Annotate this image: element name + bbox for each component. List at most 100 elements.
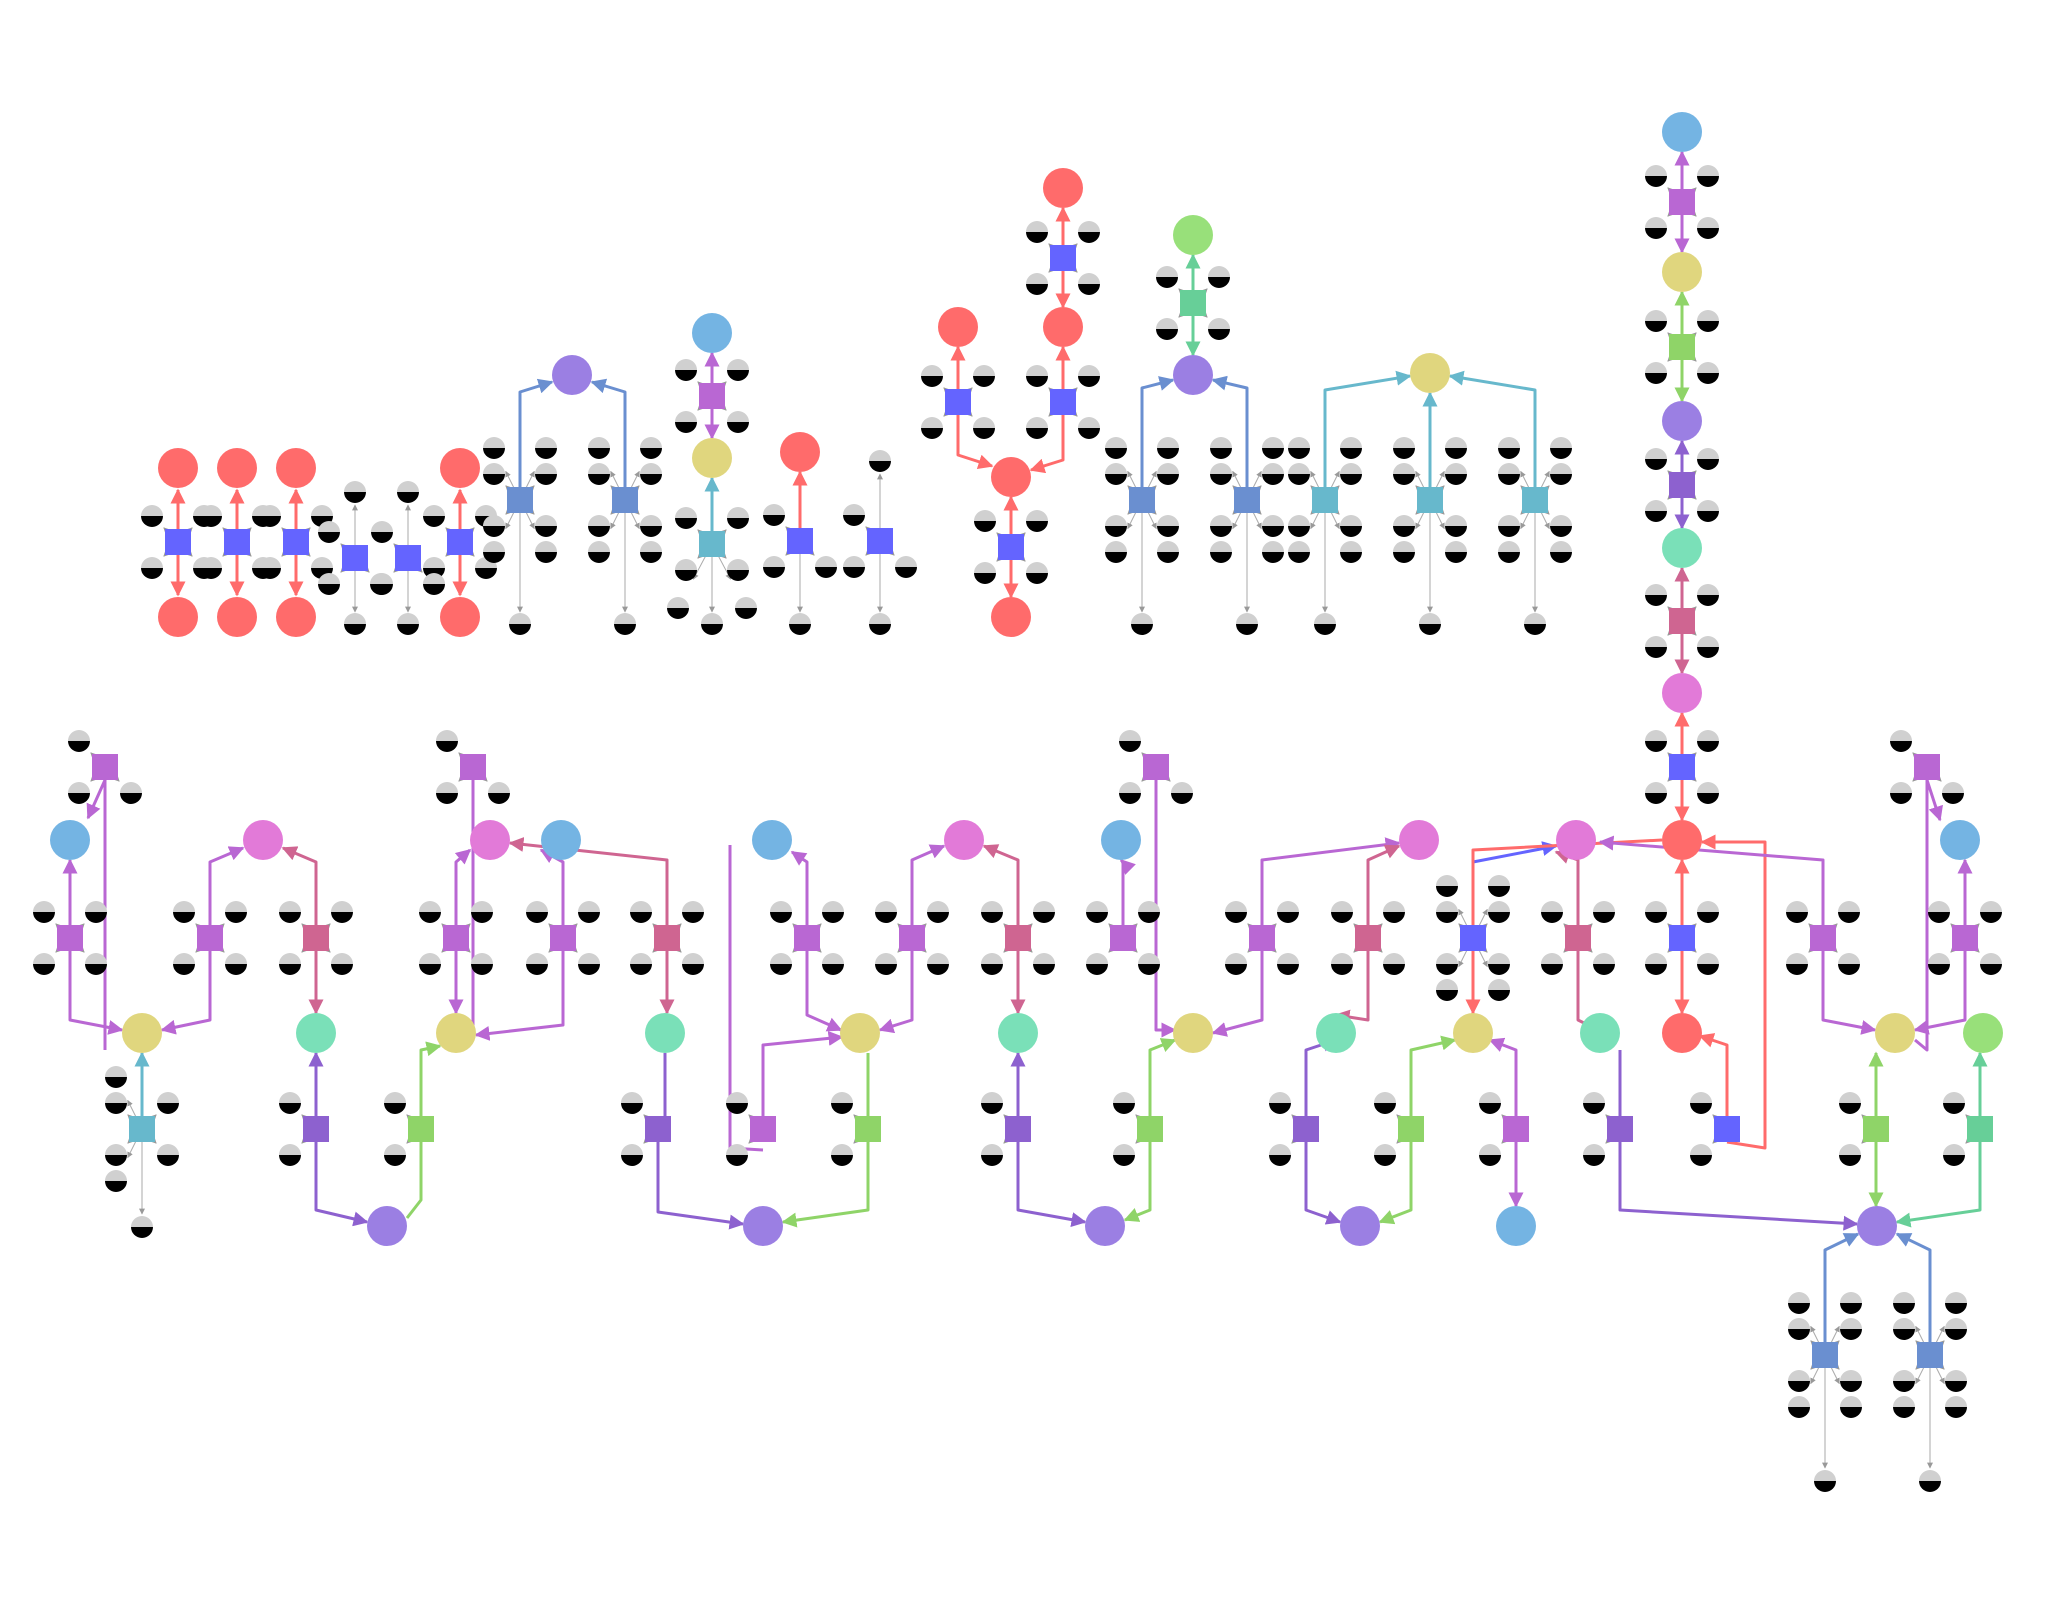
cofactor-bottom-half	[225, 964, 247, 975]
cofactor-node	[1550, 541, 1572, 563]
cofactor-node	[789, 613, 811, 635]
cofactor-top-half	[1269, 1092, 1291, 1103]
cofactor-bottom-half	[1840, 1303, 1862, 1314]
cofactor-top-half	[1838, 901, 1860, 912]
cofactor-top-half	[1288, 463, 1310, 474]
cofactor-node	[1479, 1144, 1501, 1166]
cofactor-bottom-half	[259, 516, 281, 527]
cofactor-node	[1980, 953, 2002, 975]
cofactor-top-half	[588, 463, 610, 474]
cofactor-top-half	[483, 437, 505, 448]
metabolite-edge	[1148, 1038, 1177, 1116]
cofactor-bottom-half	[621, 1155, 643, 1166]
metabolite-node	[692, 438, 732, 478]
cofactor-node	[1928, 953, 1950, 975]
cofactor-top-half	[763, 556, 785, 567]
cofactor-top-half	[1262, 541, 1284, 552]
cofactor-node	[1026, 562, 1048, 584]
cofactor-bottom-half	[1980, 912, 2002, 923]
cofactor-bottom-half	[1645, 793, 1667, 804]
cofactor-bottom-half	[259, 568, 281, 579]
cofactor-top-half	[526, 953, 548, 964]
cofactor-bottom-half	[1119, 793, 1141, 804]
cofactor-bottom-half	[1550, 526, 1572, 537]
cofactor-node	[727, 411, 749, 433]
metabolite-node	[1662, 1013, 1702, 1053]
cofactor-node	[384, 1092, 406, 1114]
cofactor-top-half	[640, 437, 662, 448]
metabolite-node	[1101, 820, 1141, 860]
cofactor-bottom-half	[614, 624, 636, 635]
cofactor-node	[423, 505, 445, 527]
cofactor-node	[1488, 979, 1510, 1001]
cofactor-top-half	[1445, 541, 1467, 552]
cofactor-bottom-half	[1788, 1381, 1810, 1392]
cofactor-top-half	[1225, 953, 1247, 964]
cofactor-bottom-half	[1788, 1407, 1810, 1418]
cofactor-node	[1225, 953, 1247, 975]
cofactor-node	[614, 613, 636, 635]
cofactor-node	[1078, 417, 1100, 439]
reaction-node	[1005, 1116, 1031, 1142]
cofactor-top-half	[1524, 613, 1546, 624]
cofactor-bottom-half	[1225, 912, 1247, 923]
cofactor-node	[1945, 1370, 1967, 1392]
cofactor-top-half	[173, 953, 195, 964]
cofactor-node	[33, 901, 55, 923]
cofactor-bottom-half	[1690, 1103, 1712, 1114]
metabolite-node	[1043, 168, 1083, 208]
cofactor-bottom-half	[1436, 912, 1458, 923]
cofactor-top-half	[1393, 463, 1415, 474]
cofactor-node	[1156, 318, 1178, 340]
cofactor-top-half	[1645, 782, 1667, 793]
cofactor-node	[1288, 437, 1310, 459]
cofactor-node	[1113, 1144, 1135, 1166]
cofactor-bottom-half	[535, 474, 557, 485]
cofactor-bottom-half	[1479, 1155, 1501, 1166]
cofactor-bottom-half	[475, 568, 497, 579]
cofactor-top-half	[1498, 437, 1520, 448]
cofactor-top-half	[1893, 1318, 1915, 1329]
metabolite-node	[276, 597, 316, 637]
cofactor-node	[1697, 901, 1719, 923]
cofactor-top-half	[1288, 541, 1310, 552]
cofactor-bottom-half	[1445, 448, 1467, 459]
cofactor-top-half	[981, 901, 1003, 912]
cofactor-bottom-half	[1277, 964, 1299, 975]
cofactor-node	[621, 1144, 643, 1166]
cofactor-node	[1488, 901, 1510, 923]
cofactor-node	[1788, 1292, 1810, 1314]
cofactor-node	[588, 437, 610, 459]
cofactor-bottom-half	[640, 526, 662, 537]
cofactor-bottom-half	[1026, 573, 1048, 584]
reaction-node	[1110, 925, 1136, 951]
cofactor-node	[815, 556, 837, 578]
metabolite-edges	[62, 150, 1988, 1342]
cofactor-node	[1541, 953, 1563, 975]
cofactor-bottom-half	[68, 793, 90, 804]
metabolite-edge	[419, 1041, 442, 1116]
cofactor-node	[279, 1092, 301, 1114]
cofactor-bottom-half	[1445, 526, 1467, 537]
cofactor-node	[141, 505, 163, 527]
cofactor-top-half	[789, 613, 811, 624]
cofactor-bottom-half	[1550, 474, 1572, 485]
cofactor-top-half	[727, 507, 749, 518]
cofactor-node	[1645, 362, 1667, 384]
reaction-node	[1812, 1342, 1838, 1368]
cofactor-node	[1436, 953, 1458, 975]
cofactor-node	[1840, 1396, 1862, 1418]
cofactor-bottom-half	[1210, 552, 1232, 563]
metabolite-edge	[790, 850, 809, 925]
cofactor-top-half	[1210, 515, 1232, 526]
cofactor-top-half	[1839, 1092, 1861, 1103]
cofactor-top-half	[588, 437, 610, 448]
cofactor-top-half	[318, 521, 340, 532]
cofactor-bottom-half	[895, 567, 917, 578]
metabolite-node	[158, 597, 198, 637]
cofactor-bottom-half	[1105, 448, 1127, 459]
cofactor-node	[1942, 782, 1964, 804]
cofactor-node	[1314, 613, 1336, 635]
cofactor-top-half	[1383, 901, 1405, 912]
cofactor-top-half	[1697, 730, 1719, 741]
